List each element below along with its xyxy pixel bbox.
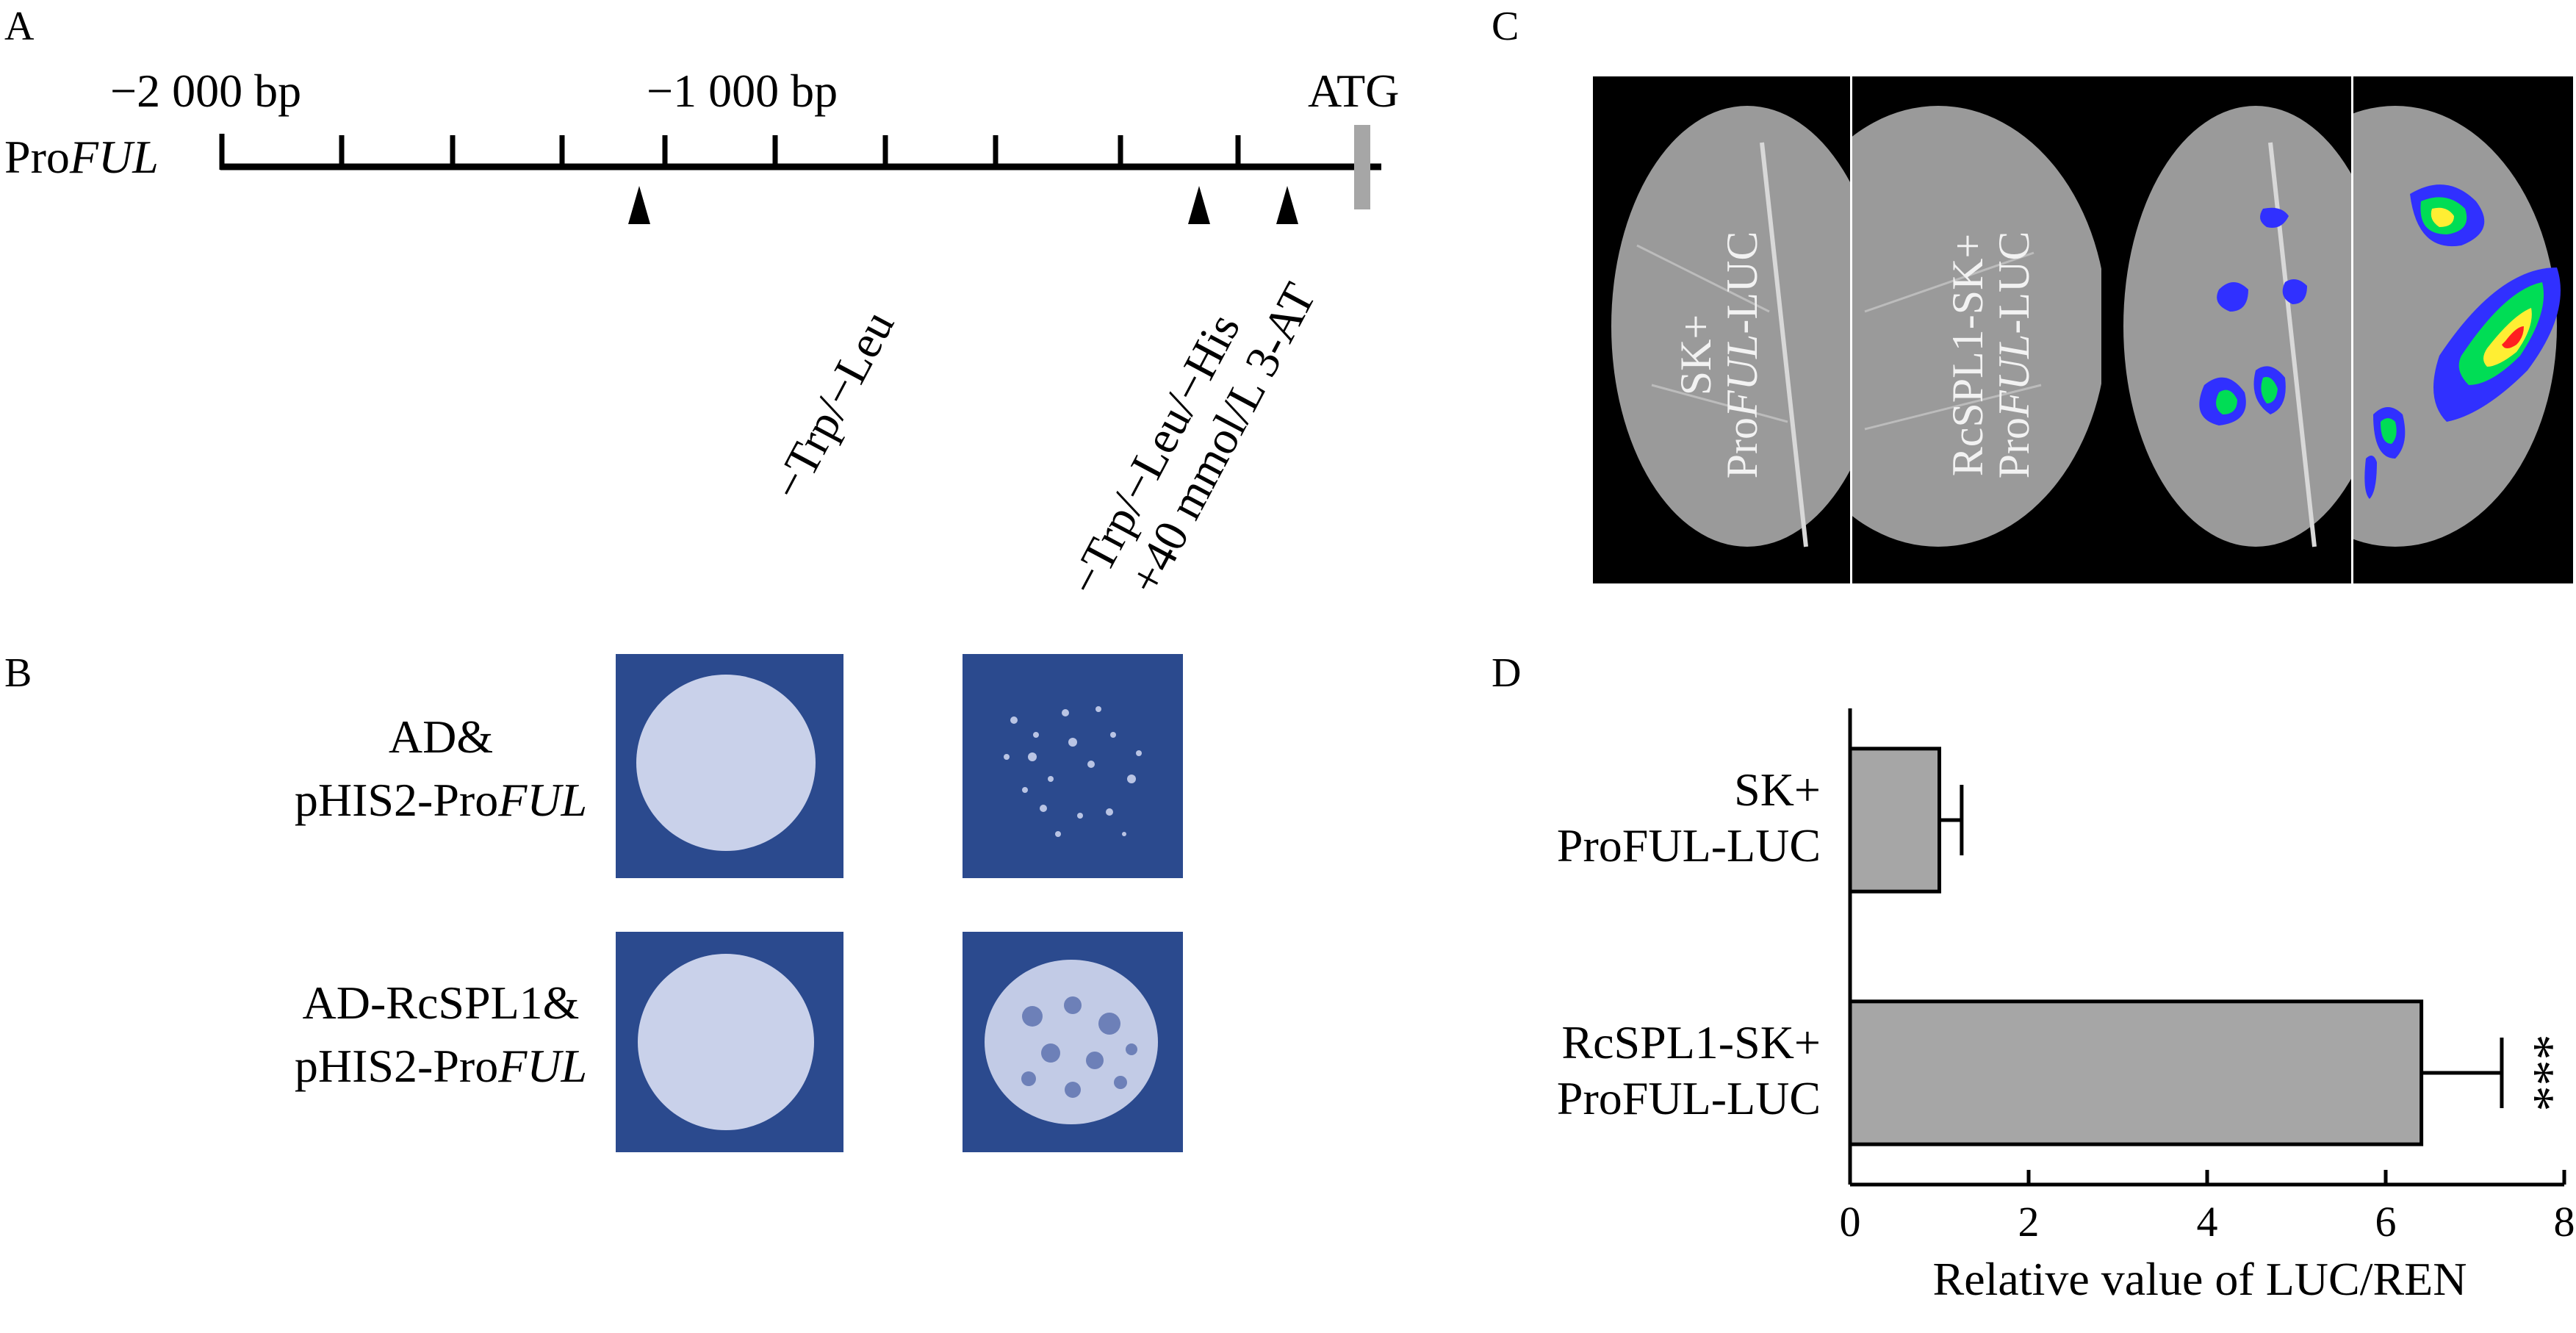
luminescence-image-control: [2101, 76, 2351, 583]
plate-rcspl1-nonselective: [616, 932, 843, 1152]
x-axis-title: Relative value of LUC/REN: [1933, 1253, 2467, 1305]
x-tick-label: 8: [2554, 1198, 2575, 1246]
yeast-colony: [638, 954, 814, 1130]
plate-control-nonselective: [616, 654, 843, 878]
x-tick-label: 0: [1840, 1198, 1861, 1246]
x-tick-label: 6: [2375, 1198, 2397, 1246]
panel-label-c: C: [1492, 4, 1519, 49]
bar: [1848, 747, 1941, 894]
plate-control-selective: [963, 654, 1183, 878]
luminescence-signal-strong: [2364, 184, 2561, 499]
bar: [1848, 999, 2424, 1146]
significance-marker: ***: [2508, 1035, 2564, 1112]
atg-label: ATG: [1308, 65, 1400, 117]
yeast-colony: [636, 675, 816, 851]
atg-marker: [1354, 125, 1370, 209]
leaf-image-left-rcspl1: [1850, 76, 2129, 583]
binding-site-marker: [1276, 186, 1298, 224]
luminescence-signal-weak: [2199, 207, 2307, 425]
category-label: SK+ProFUL-LUC: [1557, 763, 1821, 872]
panel-label-a: A: [4, 4, 35, 49]
binding-site-marker: [1188, 186, 1210, 224]
colony-texture: [1021, 996, 1137, 1098]
binding-site-marker: [628, 186, 650, 224]
x-tick-label: 4: [2197, 1198, 2218, 1246]
position-mid-label: −1 000 bp: [647, 65, 838, 117]
tick-group: [339, 135, 1241, 167]
panel-label-b: B: [4, 650, 32, 696]
strain-label-control: AD& pHIS2-ProFUL: [294, 711, 588, 827]
leaf-image-left-control: [1593, 76, 1850, 583]
leaf-blade: [1850, 106, 2107, 547]
plate-rcspl1-selective: [963, 932, 1183, 1152]
leaf-blade: [1611, 106, 1850, 547]
category-label: RcSPL1-SK+ProFUL-LUC: [1557, 1016, 1821, 1124]
luminescence-image-rcspl1: [2351, 76, 2573, 583]
x-tick-label: 2: [2018, 1198, 2040, 1246]
sparse-colony-growth: [1004, 706, 1142, 837]
leaf-blade: [2123, 106, 2351, 547]
panel-label-d: D: [1492, 650, 1522, 696]
position-start-label: −2 000 bp: [110, 65, 302, 117]
strain-label-rcspl1: AD-RcSPL1& pHIS2-ProFUL: [294, 977, 588, 1093]
leaf-vein: [1760, 142, 1808, 547]
promoter-map: [219, 125, 1381, 224]
promoter-name: ProFUL: [4, 131, 159, 183]
